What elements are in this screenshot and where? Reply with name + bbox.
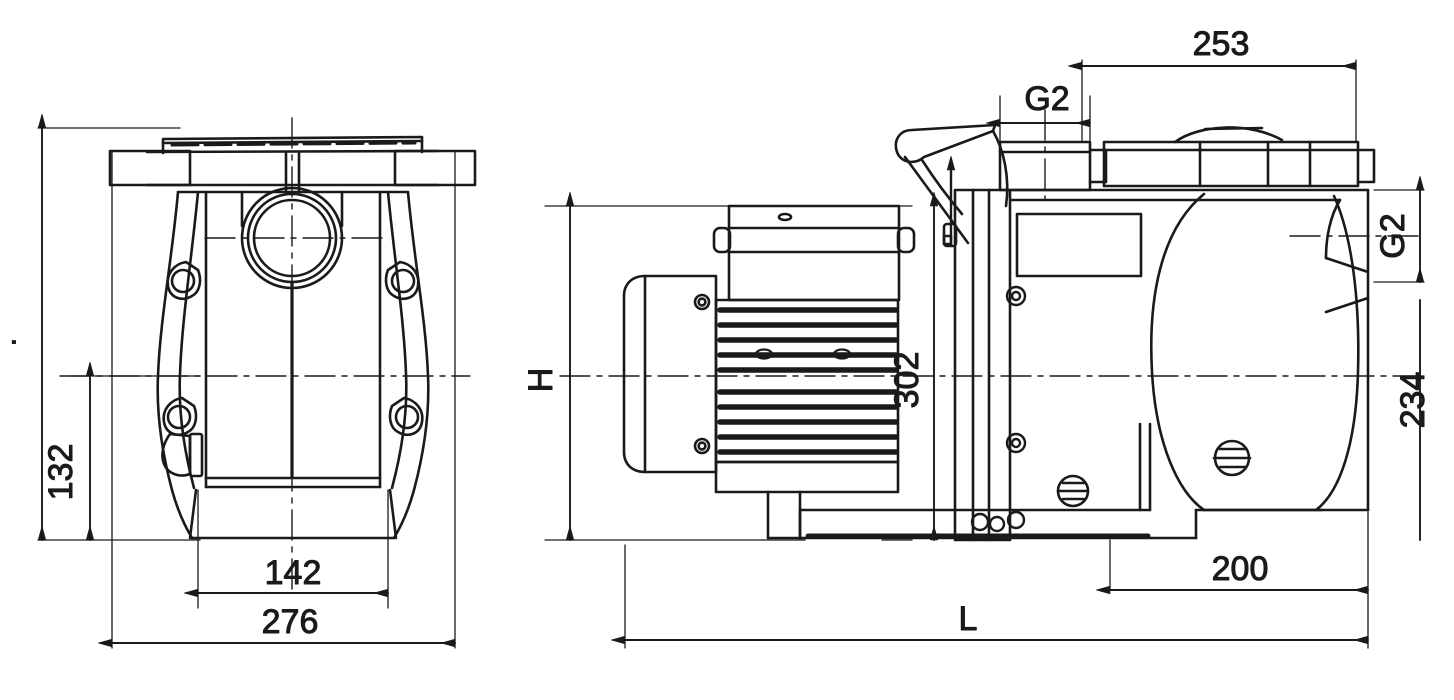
dimension-302-label: 302 (888, 352, 926, 409)
dimension-234-label: 234 (1394, 372, 1432, 429)
dimension-L-label: L (959, 600, 978, 638)
front-extension-lines (37, 127, 456, 649)
front-body-bottom (204, 476, 382, 489)
dimension-132-label: 132 (42, 444, 80, 501)
drain-plug-base (1056, 474, 1090, 508)
front-bolt-boss-upper-right (384, 260, 420, 300)
strainer-pot-body (1010, 188, 1370, 512)
dimension-H-label: H (522, 368, 560, 393)
drain-plug-pot (1212, 439, 1252, 477)
front-cover-seam (170, 141, 417, 147)
motor-fin-bolts (754, 348, 852, 360)
front-view-group (37, 117, 477, 649)
front-base-foot (188, 488, 398, 540)
dimension-142-label: 142 (265, 554, 322, 592)
dimension-253-label: 253 (1193, 25, 1250, 63)
dimension-g2-top-label: G2 (1024, 80, 1069, 118)
side-view-group (544, 59, 1425, 649)
front-centerlines (59, 117, 471, 591)
front-body-left-wall (156, 190, 200, 540)
bracket-window (1015, 212, 1143, 278)
seal-plate-column (942, 188, 1012, 542)
front-bolt-boss-lower-right (388, 396, 424, 436)
dimension-g2-right-label: G2 (1374, 213, 1412, 258)
front-body-right-wall (386, 190, 430, 540)
seal-plate-bolts (970, 285, 1027, 533)
motor-cooling-fins (717, 307, 899, 455)
motor-mount-plinth (714, 460, 900, 540)
dimension-276-label: 276 (262, 603, 319, 641)
dimension-200-label: 200 (1212, 550, 1269, 588)
strainer-lid (1102, 126, 1376, 188)
motor-rear-housing (622, 274, 718, 474)
front-inner-walls (204, 190, 382, 489)
motor-terminal-box (712, 204, 916, 302)
dimension-overall-height-front-label: · (0, 337, 29, 347)
front-flange-left (108, 149, 192, 187)
front-bolt-boss-upper-left (166, 260, 202, 300)
front-drain-lug (161, 432, 204, 478)
front-flange-right (393, 149, 477, 187)
suction-port-stub (998, 140, 1108, 192)
front-key-tab (284, 150, 301, 194)
front-boss-shoulder (240, 190, 344, 228)
side-extension-lines (544, 59, 1425, 649)
